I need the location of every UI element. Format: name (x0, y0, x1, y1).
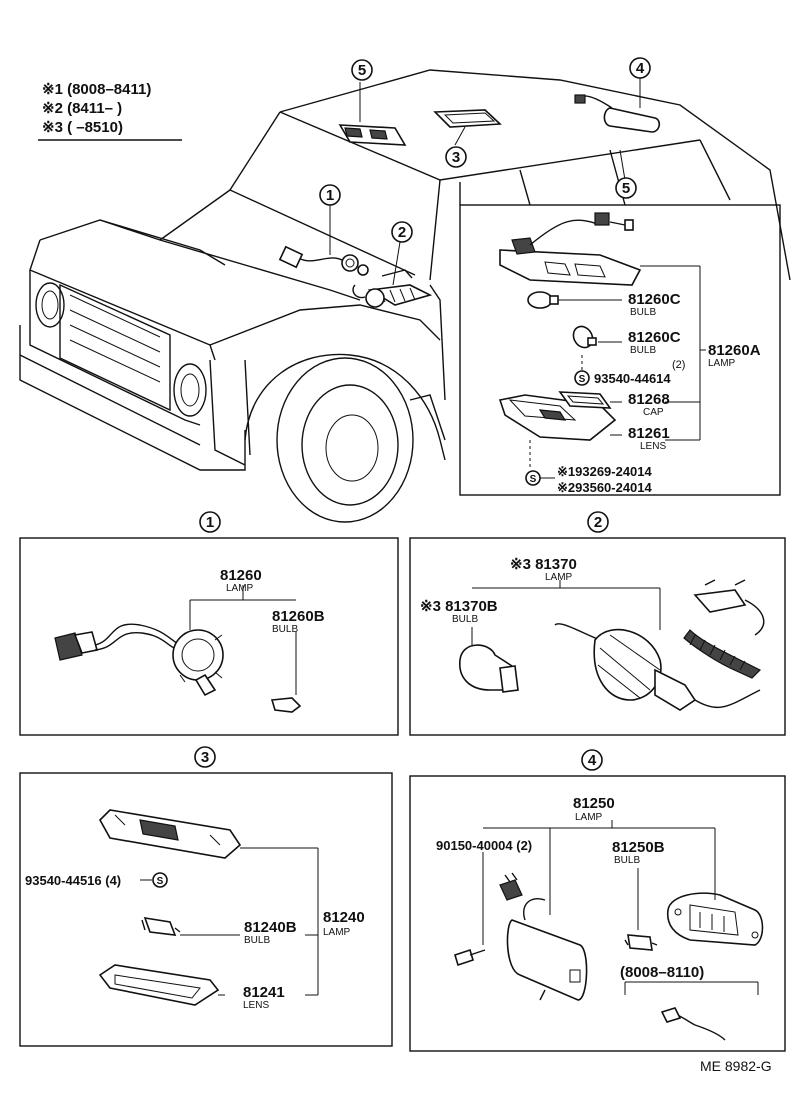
legend: ※1 (8008–8411) ※2 (8411– ) ※3 ( –8510) (38, 81, 182, 141)
s5-cap-name: CAP (643, 407, 664, 418)
diagram-code: ME 8982-G (700, 1058, 772, 1074)
s4-screw-number: 90150-40004 (2) (436, 838, 532, 853)
section-3: 3 S 93540-44516 (4) 81240B BULB 81240 LA… (19, 746, 393, 1047)
s5-lamp-name: LAMP (708, 358, 736, 369)
s5-bulb-b-name: BULB (630, 345, 656, 356)
s4-lamp-number: 81250 (573, 795, 615, 812)
s5-cap-number: 81268 (628, 391, 670, 408)
s5-screw2-a: ※193269-24014 (557, 464, 653, 479)
s1-lamp-name: LAMP (226, 583, 254, 594)
legend-note-1: ※1 (8008–8411) (42, 81, 151, 98)
s2-lamp-number: ※3 81370 (510, 556, 577, 573)
s3-bulb-number: 81240B (244, 919, 297, 936)
s5-bulb-a-number: 81260C (628, 291, 681, 308)
callout-4 (629, 57, 651, 79)
s5-lamp-number: 81260A (708, 342, 761, 359)
s5-bulb-b-number: 81260C (628, 329, 681, 346)
callout-1-label: 1 (326, 187, 334, 204)
vehicle-callouts: 1 2 3 4 5 5 (319, 57, 651, 243)
s5-screw-qty: (2) (672, 359, 685, 371)
s4-bulb-number: 81250B (612, 839, 665, 856)
section-5: S S 81260C BULB 81260C BULB 81260A LAMP … (459, 204, 781, 496)
callout-5-roof-label: 5 (358, 62, 366, 79)
svg-text:S: S (530, 474, 537, 485)
section-4-number: 4 (588, 752, 597, 769)
vehicle-illustration (19, 69, 791, 523)
callout-5-section-label: 5 (622, 180, 630, 197)
section-3-number: 3 (201, 749, 209, 766)
s5-lens-number: 81261 (628, 425, 670, 442)
s2-bulb-number: ※3 81370B (420, 598, 498, 615)
section-1-number: 1 (206, 514, 214, 531)
callout-2 (391, 221, 413, 243)
callout-3-label: 3 (452, 149, 460, 166)
s3-lamp-number: 81240 (323, 909, 365, 926)
callout-4-label: 4 (636, 60, 645, 77)
s3-lens-number: 81241 (243, 984, 285, 1001)
legend-note-2: ※2 (8411– ) (42, 100, 122, 117)
s4-bulb-name: BULB (614, 855, 640, 866)
s5-lens-name: LENS (640, 441, 666, 452)
s1-bulb-number: 81260B (272, 608, 325, 625)
s5-screw-number: 93540-44614 (594, 371, 671, 386)
s5-bulb-a-name: BULB (630, 307, 656, 318)
s5-screw2-b: ※293560-24014 (557, 480, 653, 495)
s4-range: (8008–8110) (620, 964, 704, 981)
s1-lamp-number: 81260 (220, 567, 262, 584)
callout-5-roof (351, 59, 373, 81)
section-2-number: 2 (594, 514, 602, 531)
callout-1 (319, 184, 341, 206)
s3-lens-name: LENS (243, 1000, 269, 1011)
s3-lamp-name: LAMP (323, 927, 351, 938)
s3-bulb-name: BULB (244, 935, 270, 946)
callout-2-label: 2 (398, 224, 406, 241)
svg-text:S: S (157, 876, 164, 887)
svg-text:S: S (579, 374, 586, 385)
callout-5-section (615, 177, 637, 199)
section-4: 4 81250 LAMP 9015 (409, 749, 786, 1052)
s4-lamp-name: LAMP (575, 812, 603, 823)
section-1: 1 81260 LAMP 81260B BULB (19, 511, 399, 736)
callout-3 (445, 146, 467, 168)
section-2: 2 ※3 81370 LAMP ※3 81370B BULB (409, 511, 786, 736)
s2-bulb-name: BULB (452, 614, 478, 625)
s2-lamp-name: LAMP (545, 572, 573, 583)
s3-screw-number: 93540-44516 (4) (25, 873, 121, 888)
legend-note-3: ※3 ( –8510) (42, 119, 123, 136)
s1-bulb-name: BULB (272, 624, 298, 635)
